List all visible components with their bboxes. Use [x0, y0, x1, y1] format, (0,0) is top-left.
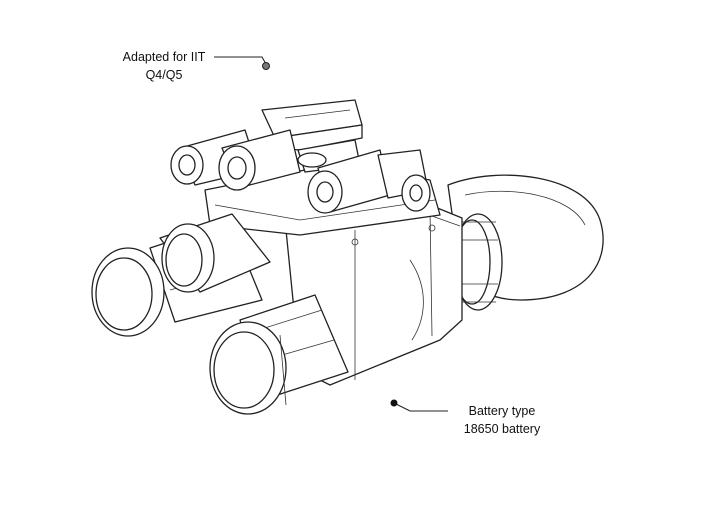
leader-line-top [214, 56, 267, 65]
callout-iit: Adapted for IIT Q4/Q5 [104, 48, 224, 84]
callout-iit-line2: Q4/Q5 [145, 68, 183, 82]
leader-dot-bottom [390, 399, 398, 407]
callout-iit-line1: Adapted for IIT [122, 50, 206, 64]
callout-battery-line2: 18650 battery [463, 422, 541, 436]
leader-line-bottom [395, 403, 448, 412]
callout-battery-line1: Battery type [468, 404, 536, 418]
leader-dot-top [262, 62, 270, 70]
callout-battery: Battery type 18650 battery [432, 402, 572, 438]
